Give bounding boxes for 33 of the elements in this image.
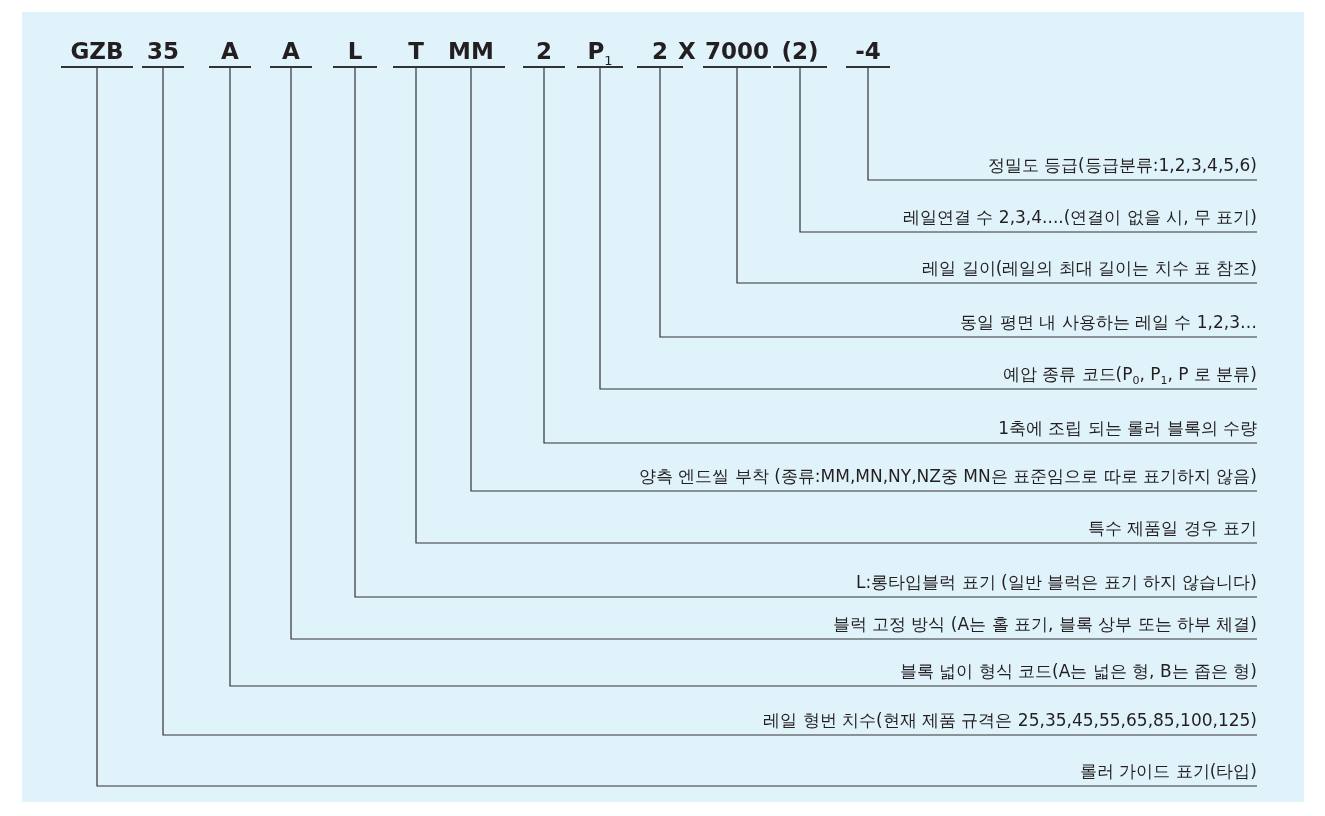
leader-line bbox=[799, 67, 1258, 233]
description-text: 양측 엔드씰 부착 (종류:MM,MN,NY,NZ중 MN은 표준임으로 따로 표기하지 않음) bbox=[639, 465, 1257, 487]
description-text: 예압 종류 코드(P$_{0}$, P$_{1}$, P 로 분류) bbox=[1002, 363, 1257, 393]
code-segment: A bbox=[270, 36, 312, 68]
code-segment: 2 bbox=[523, 36, 565, 68]
code-segment: T bbox=[393, 36, 439, 68]
code-segment: (2) bbox=[773, 36, 827, 68]
leader-line bbox=[415, 67, 1258, 544]
code-segment: 35 bbox=[142, 36, 184, 68]
leader-line bbox=[470, 67, 1258, 492]
description-text: 1축에 조립 되는 롤러 블록의 수량 bbox=[998, 417, 1257, 439]
code-segment: GZB bbox=[61, 36, 133, 68]
description-text: 롤러 가이드 표기(타입) bbox=[1079, 760, 1257, 782]
description-text: 레일 형번 치수(현재 제품 규격은 25,35,45,55,65,85,100,125) bbox=[763, 709, 1257, 731]
description-text: 레일연결 수 2,3,4....(연결이 없을 시, 무 표기) bbox=[903, 206, 1257, 228]
description-text: L:롱타입블럭 표기 (일반 블럭은 표기 하지 않습니다) bbox=[856, 571, 1257, 593]
leader-line bbox=[736, 67, 1258, 284]
leader-line bbox=[543, 67, 1258, 444]
code-segment: A bbox=[209, 36, 251, 68]
leader-line bbox=[867, 67, 1258, 181]
description-text: 블럭 고정 방식 (A는 홀 표기, 블록 상부 또는 하부 체결) bbox=[832, 613, 1257, 635]
description-text: 정밀도 등급(등급분류:1,2,3,4,5,6) bbox=[987, 154, 1257, 176]
code-segment: P$_{1}$ bbox=[577, 36, 623, 68]
code-segment: L bbox=[333, 36, 377, 68]
code-segment: MM bbox=[437, 36, 505, 68]
description-text: 블록 넓이 형식 코드(A는 넓은 형, B는 좁은 형) bbox=[899, 660, 1257, 682]
code-segment: 7000 bbox=[703, 36, 771, 68]
description-text: 동일 평면 내 사용하는 레일 수 1,2,3… bbox=[960, 311, 1257, 333]
leader-line bbox=[659, 67, 1258, 338]
description-text: 특수 제품일 경우 표기 bbox=[1087, 517, 1257, 539]
code-segment: -4 bbox=[846, 36, 890, 68]
description-text: 레일 길이(레일의 최대 길이는 치수 표 참조) bbox=[922, 257, 1257, 279]
leader-line bbox=[599, 67, 1258, 390]
